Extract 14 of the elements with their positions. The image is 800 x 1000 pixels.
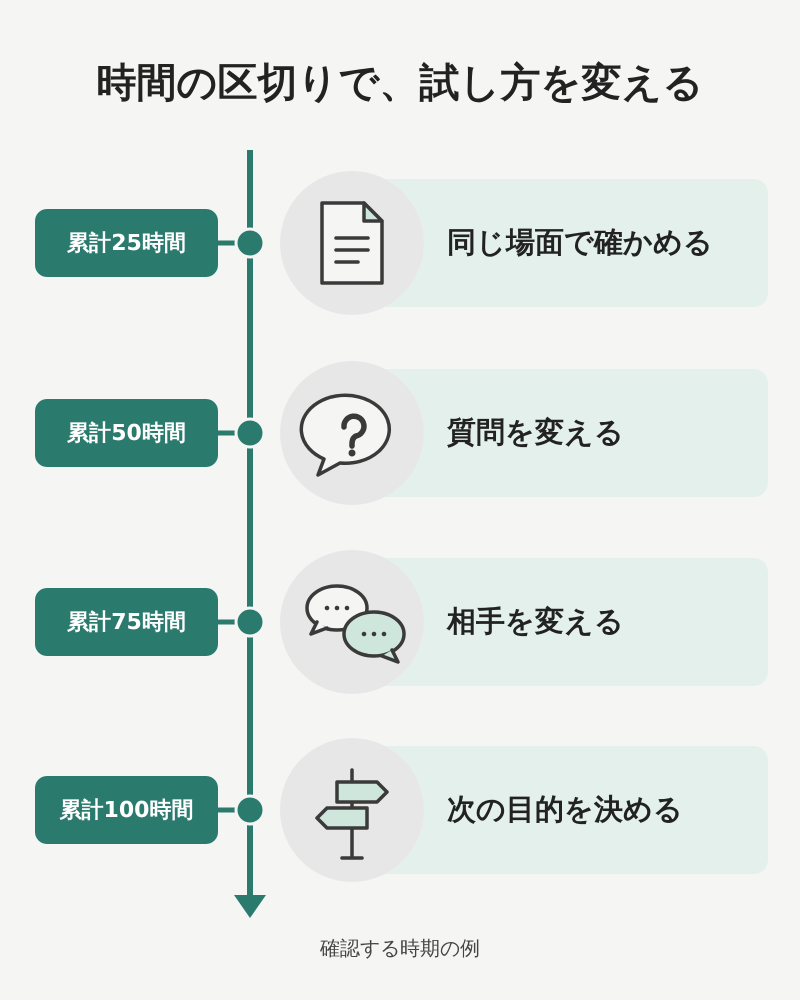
step-text: 同じ場面で確かめる [447, 224, 713, 261]
milestone-badge: 累計100時間 [35, 776, 218, 844]
title: 時間の区切りで、試し方を変える [96, 59, 704, 108]
step-text: 質問を変える [447, 414, 624, 451]
step-text: 次の目的を決める [447, 791, 683, 828]
milestone-badge: 累計25時間 [35, 209, 218, 277]
milestone-badge: 累計50時間 [35, 399, 218, 467]
step-card [385, 179, 768, 307]
step-card [385, 369, 768, 497]
milestone-badge: 累計75時間 [35, 588, 218, 656]
step-text: 相手を変える [447, 603, 624, 640]
caption: 確認する時期の例 [319, 935, 481, 962]
step-card [385, 746, 768, 874]
step-card [385, 558, 768, 686]
